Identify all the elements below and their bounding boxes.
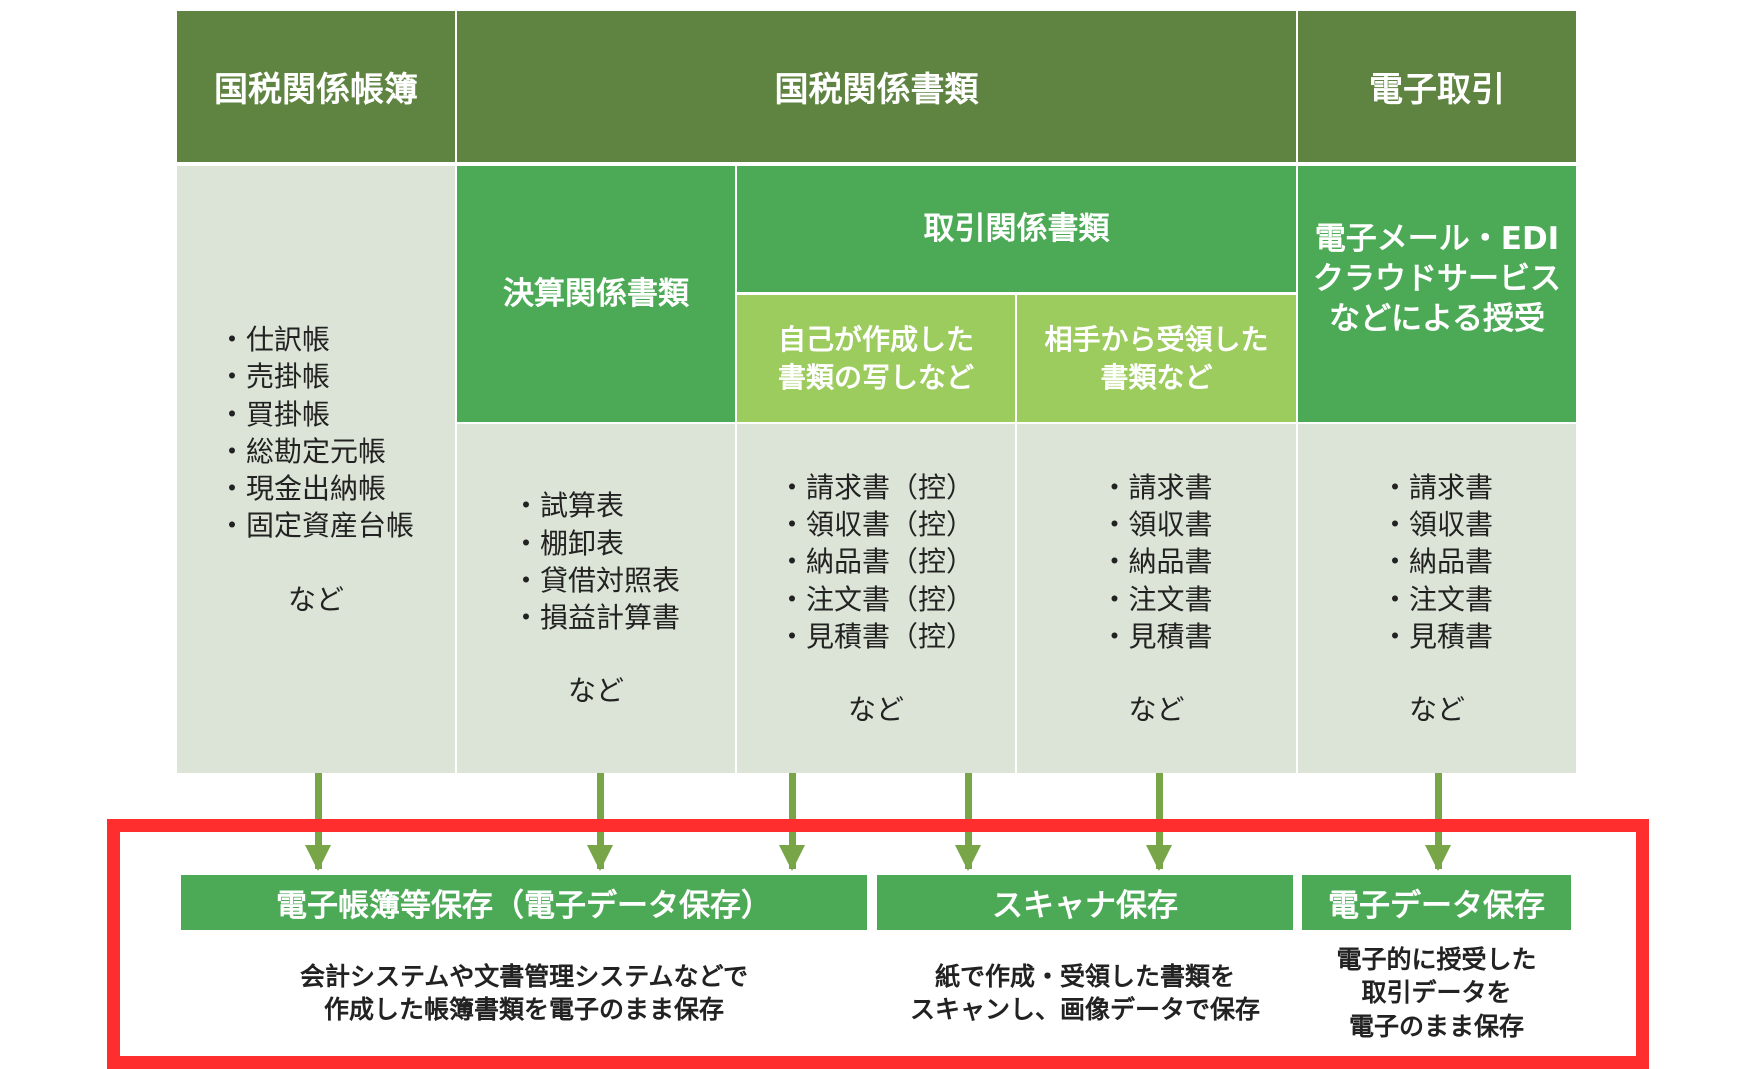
list-item: ・注文書 [1100, 582, 1213, 616]
received-cell: ・請求書 ・領収書 ・納品書 ・注文書 ・見積書 など [1017, 424, 1296, 773]
received-header: 相手から受領した 書類など [1017, 295, 1296, 422]
list-item: ・仕訳帳 [217, 323, 330, 357]
ledgers-list: ・仕訳帳 ・売掛帳 ・買掛帳 ・総勘定元帳 ・現金出納帳 ・固定資産台帳 [218, 321, 414, 544]
header-etrade: 電子取引 [1298, 11, 1576, 162]
list-item: ・納品書（控） [777, 545, 974, 579]
etc-label: など [567, 674, 624, 708]
list-item: ・注文書（控） [777, 582, 974, 616]
list-item: ・請求書 [1100, 470, 1213, 504]
list-item: ・損益計算書 [511, 601, 680, 635]
email-edi-line: 電子メール・EDI [1314, 220, 1560, 257]
etc-label: など [1408, 692, 1465, 726]
ledgers-cell: ・仕訳帳 ・売掛帳 ・買掛帳 ・総勘定元帳 ・現金出納帳 ・固定資産台帳 など [177, 166, 455, 773]
list-item: ・総勘定元帳 [217, 434, 386, 468]
email-edi-line: などによる授受 [1328, 301, 1546, 338]
list-item: ・領収書（控） [777, 508, 974, 542]
list-item: ・固定資産台帳 [217, 509, 414, 543]
list-item: ・見積書（控） [777, 619, 974, 653]
desc-line: 取引データを [1361, 978, 1512, 1008]
desc-line: 電子的に授受した [1336, 945, 1537, 974]
list-item: ・領収書 [1380, 508, 1493, 542]
self-made-cell: ・請求書（控） ・領収書（控） ・納品書（控） ・注文書（控） ・見積書（控） … [737, 424, 1015, 773]
header-ledgers: 国税関係帳簿 [177, 11, 455, 162]
edata-storage-label: 電子データ保存 [1302, 875, 1571, 930]
ebook-storage-label: 電子帳簿等保存（電子データ保存） [181, 875, 867, 930]
received-line: 書類など [1100, 360, 1213, 394]
list-item: ・買掛帳 [217, 397, 330, 431]
etrade-cell: ・請求書 ・領収書 ・納品書 ・注文書 ・見積書 など [1298, 424, 1576, 773]
list-item: ・納品書 [1380, 545, 1493, 579]
list-item: ・請求書 [1380, 470, 1493, 504]
email-edi-header: 電子メール・EDI クラウドサービス などによる授受 [1298, 166, 1576, 422]
desc-line: 電子のまま保存 [1348, 1011, 1524, 1041]
self-made-header: 自己が作成した 書類の写しなど [737, 295, 1015, 422]
list-item: ・現金出納帳 [217, 472, 386, 506]
list-item: ・請求書（控） [777, 470, 974, 504]
etc-label: など [287, 582, 344, 616]
edata-storage-desc: 電子的に授受した 取引データを 電子のまま保存 [1302, 943, 1571, 1043]
desc-line: スキャンし、画像データで保存 [909, 995, 1260, 1025]
list-item: ・棚卸表 [511, 526, 624, 560]
settlement-header: 決算関係書類 [457, 166, 735, 422]
list-item: ・納品書 [1100, 545, 1213, 579]
desc-line: 紙で作成・受領した書類を [934, 962, 1235, 991]
desc-line: 作成した帳簿書類を電子のまま保存 [323, 995, 724, 1025]
list-item: ・見積書 [1380, 619, 1493, 653]
list-item: ・見積書 [1100, 619, 1213, 653]
transaction-header: 取引関係書類 [737, 166, 1296, 292]
etc-label: など [847, 692, 904, 726]
list-item: ・注文書 [1380, 582, 1493, 616]
email-edi-line: クラウドサービス [1313, 260, 1561, 297]
etc-label: など [1128, 692, 1185, 726]
settlement-cell: ・試算表 ・棚卸表 ・貸借対照表 ・損益計算書 など [457, 424, 735, 773]
scanner-storage-desc: 紙で作成・受領した書類を スキャンし、画像データで保存 [877, 960, 1293, 1027]
ebook-storage-desc: 会計システムや文書管理システムなどで 作成した帳簿書類を電子のまま保存 [181, 960, 867, 1027]
list-item: ・貸借対照表 [511, 563, 680, 597]
scanner-storage-label: スキャナ保存 [877, 875, 1293, 930]
desc-line: 会計システムや文書管理システムなどで [299, 962, 748, 991]
header-documents: 国税関係書類 [457, 11, 1296, 162]
received-line: 相手から受領した [1044, 322, 1269, 356]
list-item: ・売掛帳 [217, 360, 330, 394]
self-made-line: 自己が作成した [777, 322, 974, 356]
self-made-line: 書類の写しなど [777, 360, 974, 394]
list-item: ・試算表 [511, 489, 624, 523]
list-item: ・領収書 [1100, 508, 1213, 542]
